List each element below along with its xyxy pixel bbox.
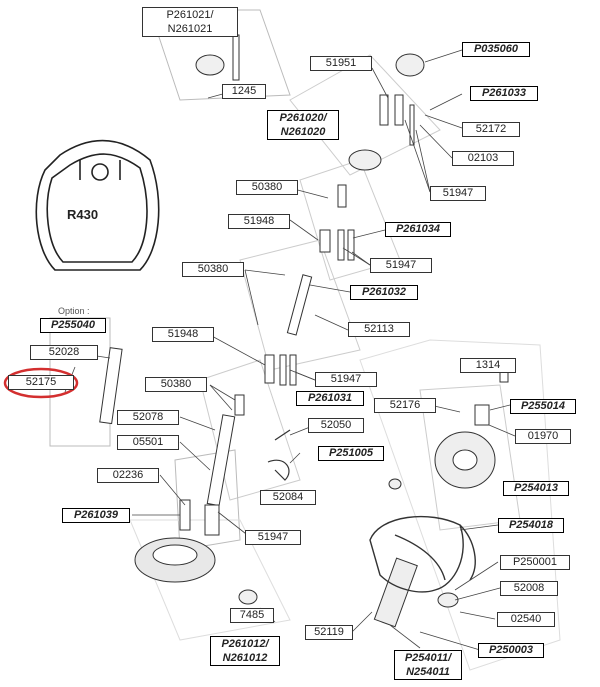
label-52078: 52078 bbox=[117, 410, 179, 425]
label-05501: 05501 bbox=[117, 435, 179, 450]
label-02103: 02103 bbox=[452, 151, 514, 166]
label-P261031: P261031 bbox=[296, 391, 364, 406]
label-52008: 52008 bbox=[500, 581, 558, 596]
label-50380-c: 50380 bbox=[145, 377, 207, 392]
label-52172: 52172 bbox=[462, 122, 520, 137]
label-52084: 52084 bbox=[260, 490, 316, 505]
label-52176: 52176 bbox=[374, 398, 436, 413]
label-P250001: P250001 bbox=[500, 555, 570, 570]
label-51947-a: 51947 bbox=[430, 186, 486, 201]
label-P255014: P255014 bbox=[510, 399, 576, 414]
label-P261032: P261032 bbox=[350, 285, 418, 300]
label-P255040: P255040 bbox=[40, 318, 106, 333]
label-P254013: P254013 bbox=[503, 481, 569, 496]
label-P261021: P261021/N261021 bbox=[142, 7, 238, 37]
label-52028: 52028 bbox=[30, 345, 98, 360]
option-label: Option : bbox=[58, 306, 90, 316]
label-51948-b: 51948 bbox=[152, 327, 214, 342]
label-51951: 51951 bbox=[310, 56, 372, 71]
label-7485: 7485 bbox=[230, 608, 274, 623]
label-P261039: P261039 bbox=[62, 508, 130, 523]
nut-icon bbox=[238, 589, 258, 605]
crank-eye-icon bbox=[232, 34, 240, 81]
label-P254011: P254011/N254011 bbox=[394, 650, 462, 680]
label-P261034: P261034 bbox=[385, 222, 451, 237]
label-02236: 02236 bbox=[97, 468, 159, 483]
r430-profile-drawing bbox=[35, 139, 160, 271]
label-P261020: P261020/N261020 bbox=[267, 110, 339, 140]
highlight-52175-ring bbox=[3, 367, 79, 399]
label-51947-b: 51947 bbox=[370, 258, 432, 273]
r430-profile-label: R430 bbox=[67, 207, 99, 222]
label-P261033: P261033 bbox=[470, 86, 538, 101]
label-P251005: P251005 bbox=[318, 446, 384, 461]
label-51947-d: 51947 bbox=[245, 530, 301, 545]
cap-part-icon bbox=[195, 54, 225, 76]
label-02540: 02540 bbox=[497, 612, 555, 627]
label-52050: 52050 bbox=[308, 418, 364, 433]
bracket-tube-icon bbox=[373, 557, 418, 628]
label-51947-c: 51947 bbox=[315, 372, 377, 387]
label-P035060: P035060 bbox=[462, 42, 530, 57]
label-50380-b: 50380 bbox=[182, 262, 244, 277]
label-51948-a: 51948 bbox=[228, 214, 290, 229]
gear-cap-icon bbox=[395, 53, 425, 77]
label-52113: 52113 bbox=[348, 322, 410, 337]
label-P254018: P254018 bbox=[498, 518, 564, 533]
clip-spring-icon bbox=[267, 429, 291, 481]
label-1245: 1245 bbox=[222, 84, 266, 99]
label-P261012: P261012/N261012 bbox=[210, 636, 280, 666]
label-52175[interactable]: 52175 bbox=[8, 375, 74, 390]
label-1314: 1314 bbox=[460, 358, 516, 373]
label-P250003: P250003 bbox=[478, 643, 544, 658]
gearbox-icon bbox=[348, 149, 382, 171]
label-01970: 01970 bbox=[515, 429, 571, 444]
label-52119: 52119 bbox=[305, 625, 353, 640]
label-50380-a: 50380 bbox=[236, 180, 298, 195]
